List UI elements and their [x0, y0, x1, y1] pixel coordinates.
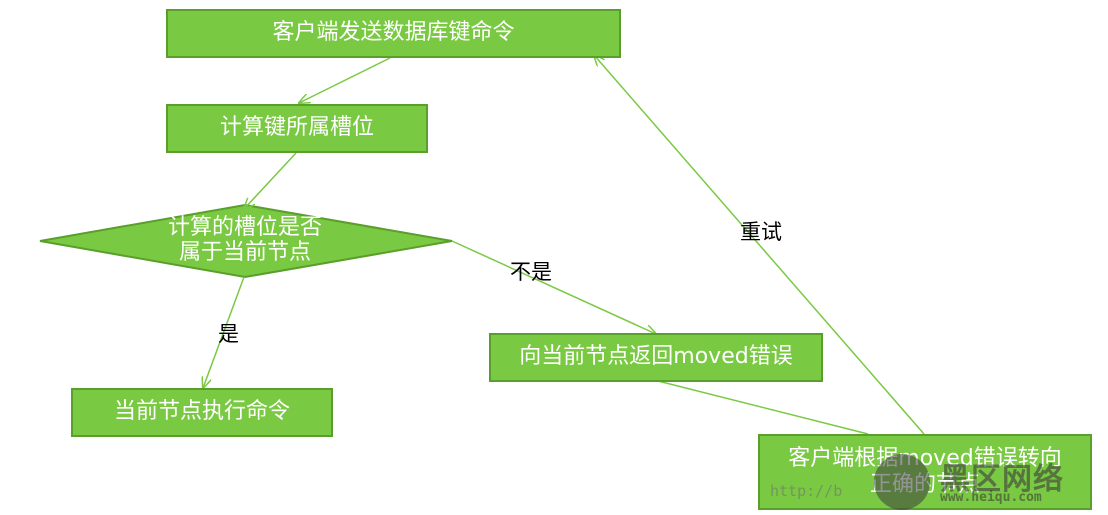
compute-slot-node: 计算键所属槽位	[166, 104, 428, 153]
watermark-url: http://b	[770, 482, 843, 500]
watermark-logo-icon	[874, 454, 930, 510]
decision-label-line1: 计算的槽位是否	[167, 215, 322, 240]
execute-node: 当前节点执行命令	[71, 388, 333, 437]
edge-compute-to-decision	[244, 152, 297, 209]
watermark: http://b 黑区网络 www.heiqu.com	[770, 452, 1108, 515]
return-moved-node: 向当前节点返回moved错误	[489, 333, 823, 382]
watermark-site: www.heiqu.com	[940, 490, 1042, 505]
send-command-node: 客户端发送数据库键命令	[166, 9, 621, 58]
edge-send-to-compute	[299, 57, 391, 103]
decision-label: 计算的槽位是否 属于当前节点	[140, 215, 350, 266]
edge-label-no: 不是	[510, 260, 552, 284]
edge-label-yes: 是	[218, 322, 239, 346]
edge-redirect-to-send	[594, 55, 925, 435]
edge-label-retry: 重试	[740, 220, 782, 244]
edge-decision-to-execute	[203, 276, 245, 388]
edge-decision-to-moved	[451, 240, 656, 334]
watermark-brand: 黑区网络	[940, 462, 1064, 497]
edge-moved-to-redirect	[657, 380, 869, 435]
decision-label-line2: 属于当前节点	[178, 240, 311, 266]
